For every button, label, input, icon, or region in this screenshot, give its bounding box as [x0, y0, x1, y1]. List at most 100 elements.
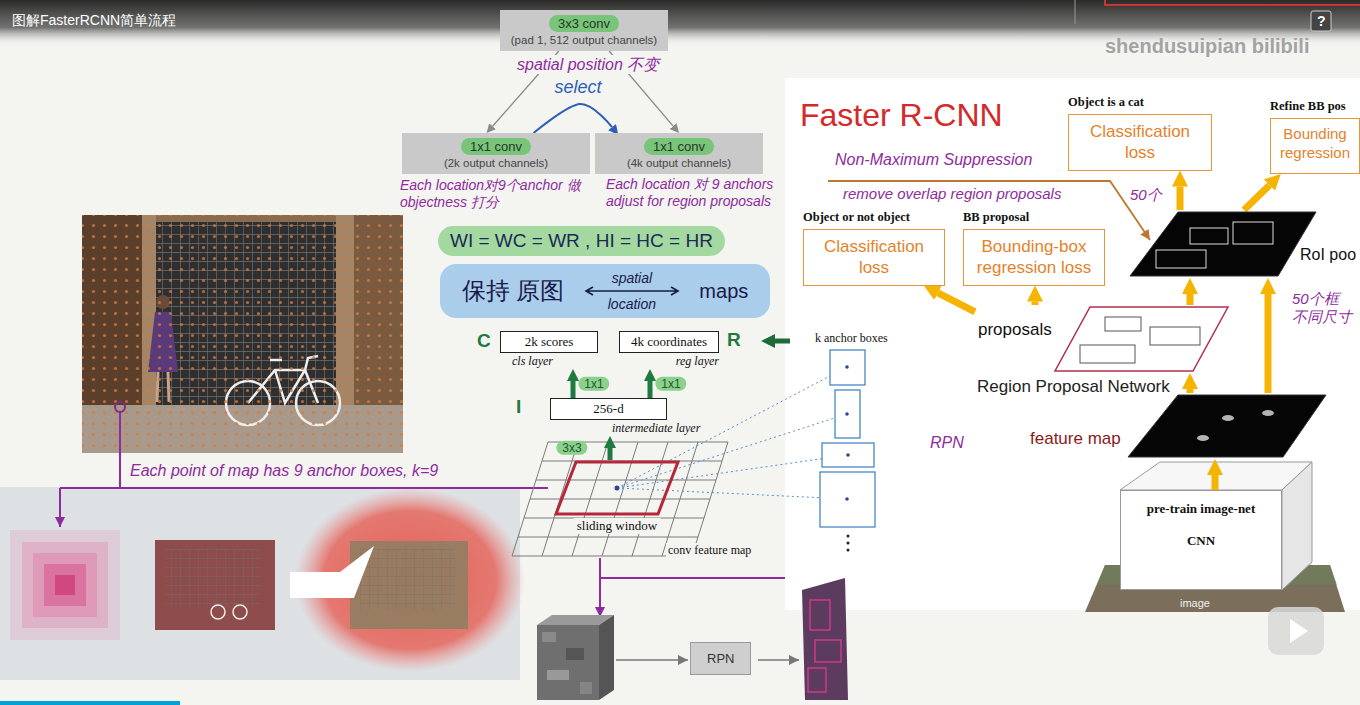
connector-arrow — [648, 381, 653, 398]
region-box — [1105, 317, 1141, 331]
roi-pool-map: RoI poo — [1128, 210, 1360, 278]
layer-box: 256-dintermediate layer — [550, 398, 710, 436]
heatmap-panel — [22, 542, 108, 628]
proposal-image — [802, 578, 848, 700]
figure-title: Faster R-CNN — [800, 96, 1003, 134]
activation — [1262, 410, 1274, 416]
window-centre — [615, 486, 620, 491]
layer-letter: R — [727, 329, 741, 352]
anchor-box — [822, 443, 874, 467]
model-name: CNN — [1121, 533, 1281, 549]
conv-box: 3x3 conv(pad 1, 512 output channels) — [500, 10, 668, 51]
stage-label: proposals — [978, 320, 1052, 340]
feature-cube — [542, 632, 556, 642]
proposal-map: proposals — [975, 305, 1230, 373]
connector-arrow — [608, 448, 613, 460]
leader-line — [60, 487, 548, 489]
leader-line — [59, 488, 61, 527]
layer-letter: I — [516, 396, 521, 419]
play-button — [1290, 619, 1308, 643]
window-caption: sliding window — [574, 518, 661, 534]
heatmap-panel — [33, 553, 97, 617]
region-box — [1156, 250, 1206, 268]
flow-arrow — [758, 659, 799, 661]
play-button — [1268, 607, 1324, 655]
anchor-box — [845, 365, 849, 369]
anchor-box — [617, 488, 847, 499]
connector-arrow — [1265, 294, 1272, 393]
conv-box: 1x1 conv(4k output channels) — [595, 133, 763, 174]
note: 保持 原图 — [462, 275, 565, 307]
help-icon — [1311, 11, 1331, 31]
connector-arrow — [1032, 302, 1039, 306]
loss-heading: Object or not object — [803, 210, 945, 225]
double-arrow — [584, 286, 680, 296]
annotation: Each point of map has 9 anchor boxes, k=… — [130, 461, 438, 480]
anchor-box — [845, 497, 849, 501]
connector-arrow — [571, 381, 576, 398]
anchor-box — [845, 365, 850, 501]
feature-map: feature map — [1028, 393, 1328, 459]
proposal-image — [810, 600, 830, 630]
heatmap-panel — [290, 546, 374, 598]
heatmap-panel — [233, 605, 247, 619]
feature-cube — [537, 615, 614, 700]
heatmap-panel — [155, 540, 275, 630]
layer-letter: C — [477, 330, 491, 353]
anchor-box — [846, 453, 850, 457]
proposal-image — [815, 640, 841, 662]
model-name: pre-train image-net — [1121, 501, 1281, 517]
anchor-box — [847, 549, 850, 552]
sliding-window — [556, 462, 678, 514]
kernel-tag: 1x1 — [578, 376, 609, 390]
leader-line — [599, 558, 601, 617]
feature-cube — [580, 682, 592, 694]
heatmap-panel — [44, 564, 86, 606]
heatmap-panel — [360, 548, 455, 610]
anchor-box — [835, 390, 860, 438]
feature-cube — [566, 648, 584, 660]
conv-box: 1x1 conv(2k output channels) — [402, 133, 590, 174]
flow-arrow — [616, 659, 688, 661]
annotation: 50个 — [1130, 186, 1162, 204]
annotation: remove overlap region proposals — [843, 185, 1061, 203]
connector-arrow — [1212, 475, 1219, 490]
note: spatial — [612, 270, 652, 286]
kernel-tag: 1x1 — [655, 376, 686, 390]
conv-tag: 3x3 conv — [549, 15, 619, 32]
frame-edge — [1075, 0, 1076, 24]
conv-feature-grid — [512, 442, 728, 556]
layer-caption: intermediate layer — [550, 421, 710, 436]
loss-box: Bounding-box regression loss — [963, 229, 1105, 286]
loss-box: Classification loss — [803, 229, 945, 286]
conv-tag: 1x1 conv — [461, 138, 531, 155]
stage-label: RoI poo — [1300, 246, 1356, 264]
figure-caption: conv feature map — [666, 543, 753, 557]
heatmap-panel — [0, 487, 525, 680]
feature-cube — [547, 670, 569, 680]
activation — [1222, 415, 1234, 421]
rpn-box: RPN — [690, 642, 751, 675]
layer-caption: reg layer — [619, 354, 719, 369]
street-photo — [115, 402, 125, 412]
feature-cube — [537, 625, 599, 700]
anchor-box — [617, 455, 848, 488]
kernel-tag: 3x3 — [556, 441, 587, 455]
conv-feature-grid — [512, 442, 728, 556]
conv-layer-box: 3x3 conv(pad 1, 512 output channels) — [500, 10, 668, 51]
activation — [1197, 435, 1209, 441]
feature-map — [1128, 395, 1326, 457]
heatmap-panel — [55, 575, 75, 595]
anchor-box — [820, 350, 875, 527]
loss-box: Object or not objectClassification loss — [803, 210, 945, 286]
heatmap-panel — [211, 605, 225, 619]
proposal-image — [808, 668, 826, 692]
street-photo — [82, 215, 403, 453]
loss-heading: Object is a cat — [1068, 95, 1212, 110]
loss-box: Refine BB posBounding regression — [1270, 99, 1360, 174]
feature-map — [1028, 393, 1328, 459]
region-box — [1190, 228, 1228, 244]
region-box — [1080, 345, 1135, 363]
layer-box: 256-d — [550, 398, 667, 420]
figure-caption: k anchor boxes — [815, 331, 888, 345]
